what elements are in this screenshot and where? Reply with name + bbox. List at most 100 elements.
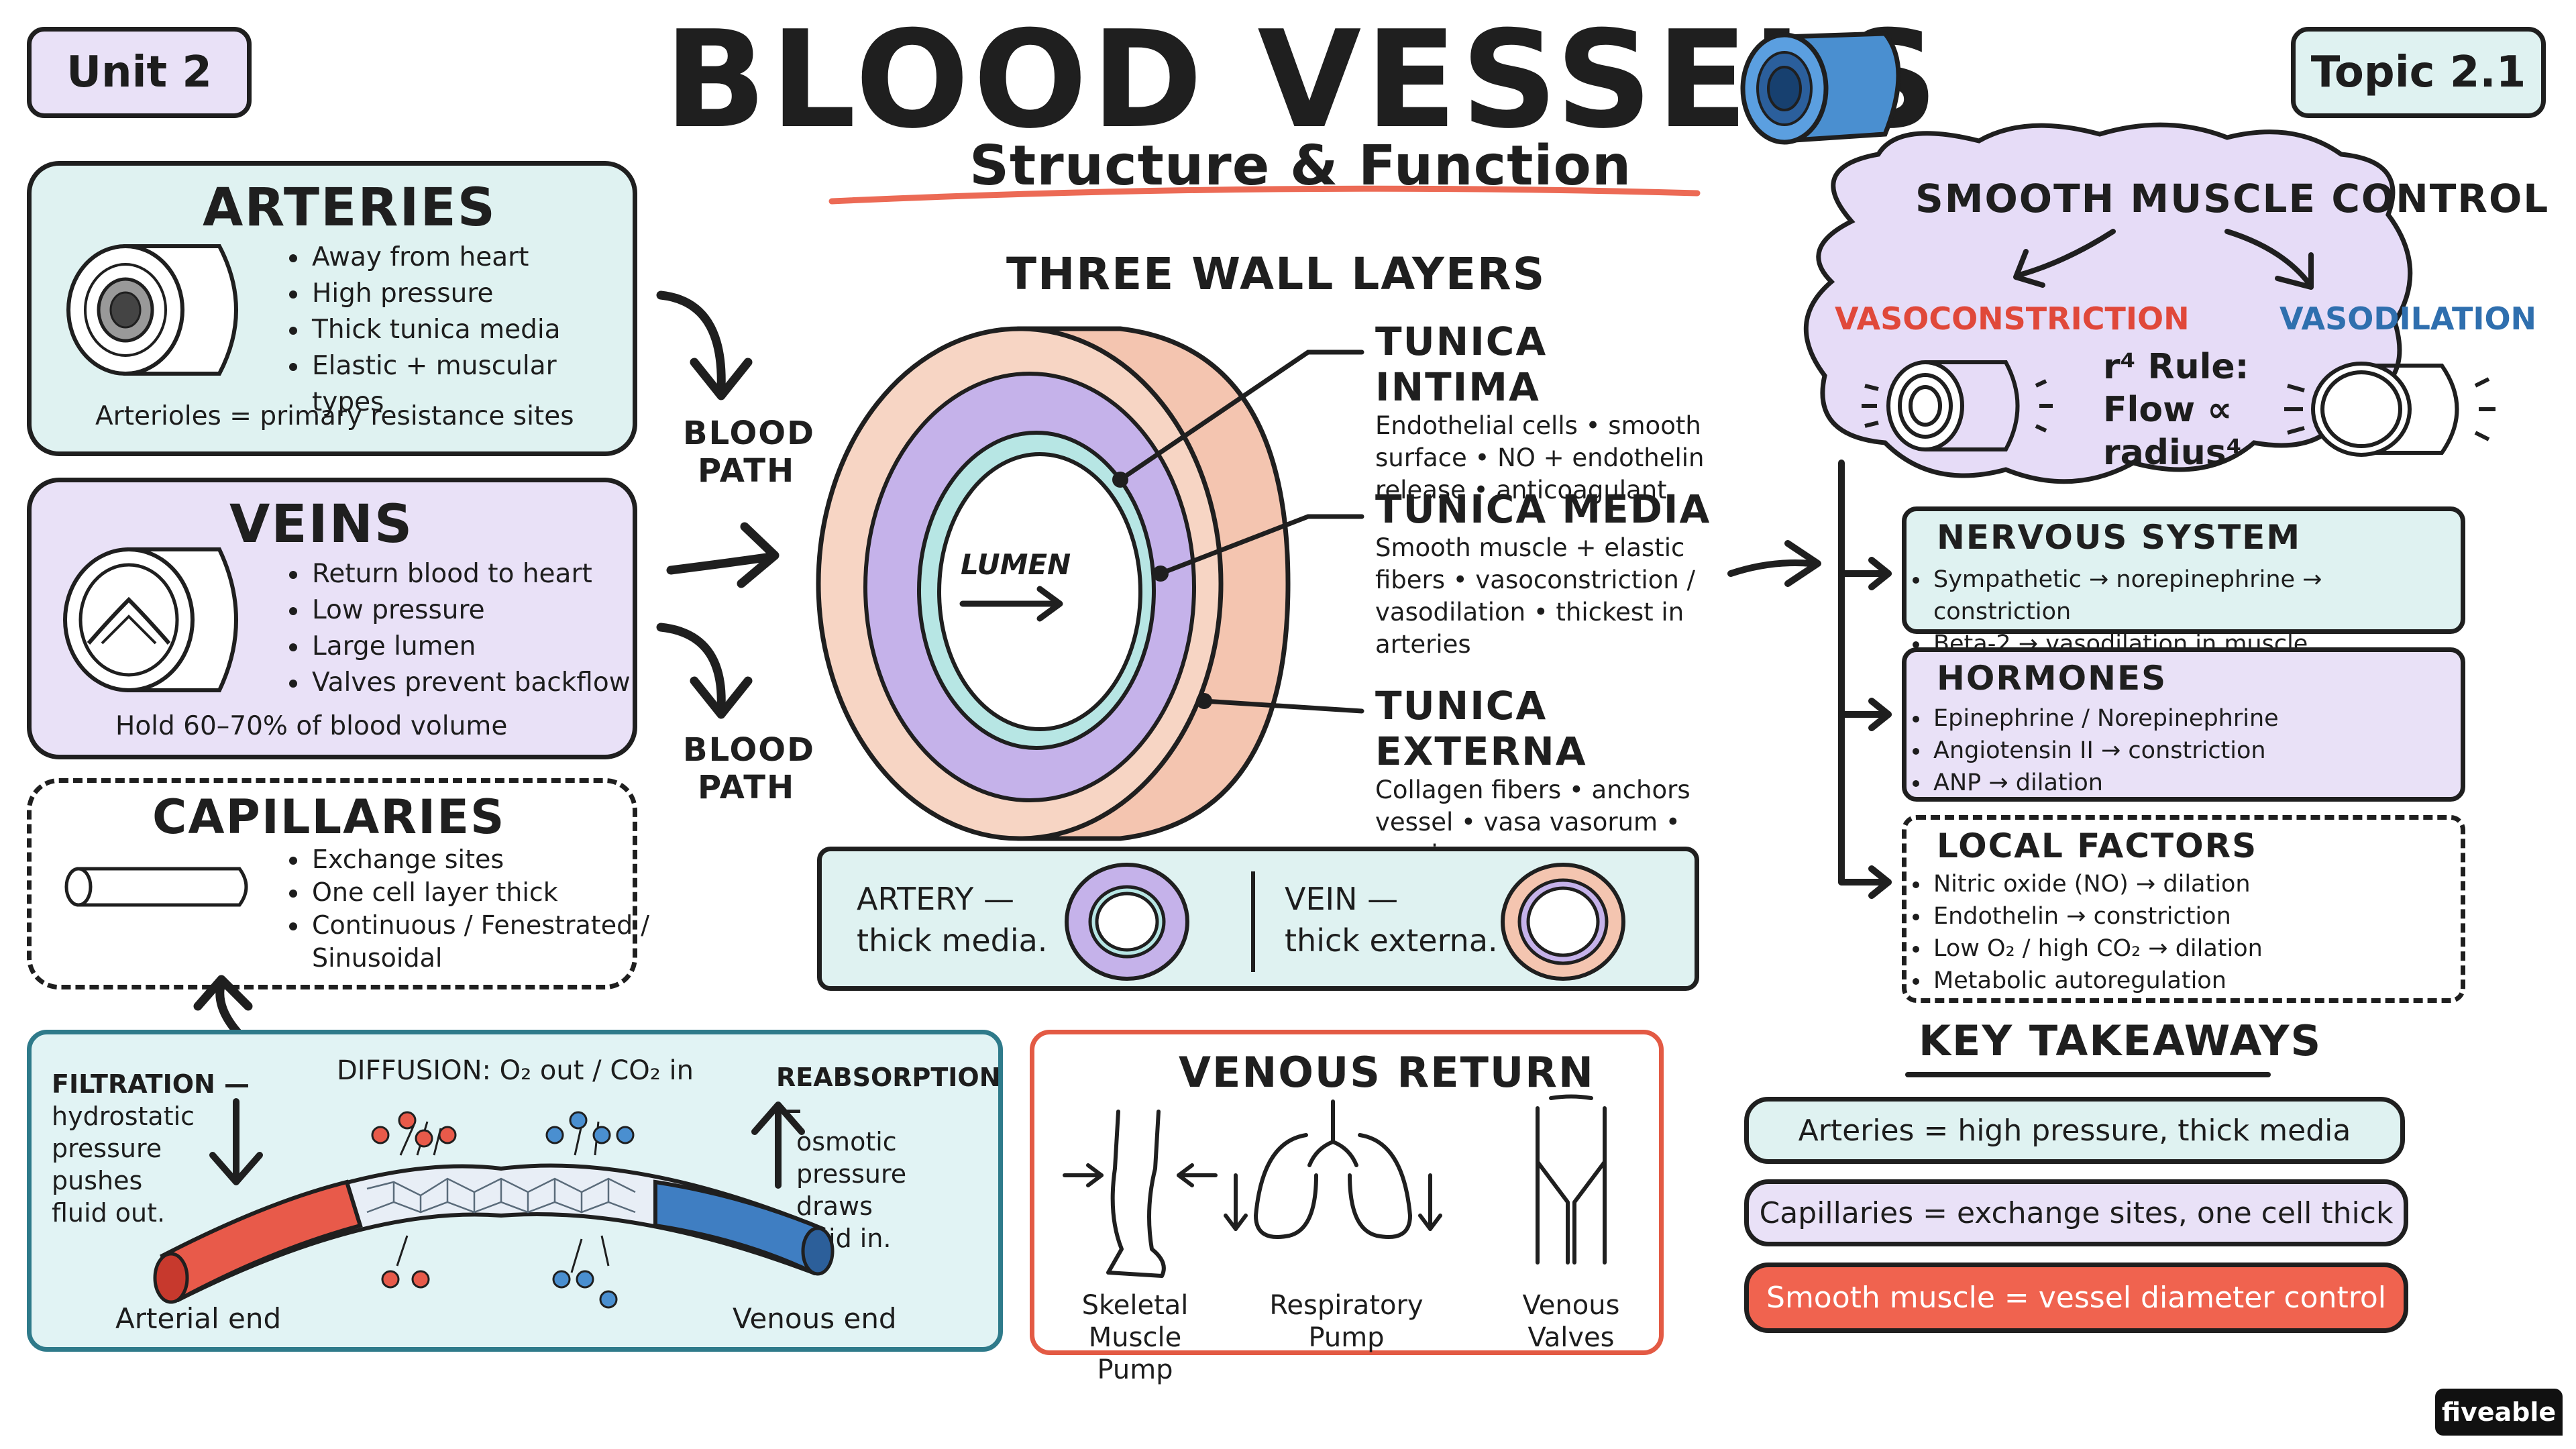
reabsorption-text: REABSORPTION — osmotic pressure draws fl…: [776, 1061, 1001, 1254]
list-item: Angiotensin II → constriction: [1931, 735, 2279, 767]
blood-path-word: BLOOD: [683, 415, 815, 452]
veins-note: Hold 60–70% of blood volume: [115, 711, 508, 741]
nervous-bullets: Sympathetic → norepinephrine → constrict…: [1901, 564, 2461, 660]
list-item: ANP → dilation: [1931, 767, 2279, 799]
list-item: Elastic + muscular types: [309, 348, 633, 421]
r4-rule: r⁴ Rule: Flow ∝ radius⁴: [2103, 345, 2249, 474]
tunica-externa-line: vessel • vasa vasorum •: [1375, 808, 1680, 837]
vein-ring-icon: [1501, 863, 1625, 981]
list-item: Thick tunica media: [309, 312, 633, 348]
blood-path-word: PATH: [698, 769, 796, 806]
venous-return-card: VENOUS RETURN Skeletal Muscle Pump Respi…: [1030, 1030, 1664, 1385]
nervous-title: NERVOUS SYSTEM: [1937, 518, 2302, 557]
venous-end-label: Venous end: [733, 1302, 897, 1335]
veins-bullets: Return blood to heart Low pressure Large…: [280, 556, 631, 701]
artery-ring-icon: [1065, 863, 1189, 981]
blood-path-word: BLOOD: [683, 731, 815, 769]
list-item: Exchange sites: [309, 843, 651, 876]
venous-label-line: Valves: [1527, 1322, 1615, 1353]
list-item: One cell layer thick: [309, 876, 651, 909]
compare-divider: [1251, 871, 1255, 972]
smooth-muscle-title: SMOOTH MUSCLE CONTROL: [1915, 176, 2550, 221]
venous-return-icons: [1063, 1094, 1607, 1278]
tunica-media-line: Smooth muscle + elastic: [1375, 533, 1685, 562]
tunica-intima-line: Endothelial cells • smooth: [1375, 411, 1701, 440]
filtration-line: pressure: [52, 1134, 162, 1163]
local-bullets: Nitric oxide (NO) → dilation Endothelin …: [1901, 868, 2263, 997]
vessel-wall-cross-section: [816, 326, 1291, 841]
venous-return-title: VENOUS RETURN: [1179, 1048, 1595, 1097]
list-item: Sympathetic → norepinephrine → constrict…: [1931, 564, 2461, 628]
venous-label-line: Skeletal: [1081, 1290, 1189, 1321]
takeaway-item: Smooth muscle = vessel diameter control: [1744, 1263, 2408, 1333]
tunica-media: TUNICA MEDIA Smooth muscle + elastic fib…: [1375, 486, 1724, 661]
takeaway-item: Capillaries = exchange sites, one cell t…: [1744, 1179, 2408, 1246]
list-item: Metabolic autoregulation: [1931, 965, 2263, 997]
brand-badge: fiveable: [2435, 1389, 2563, 1436]
blood-path-label-1: BLOOD PATH: [683, 415, 815, 490]
artery-cross-section-icon: [66, 244, 238, 376]
arteries-note: Arterioles = primary resistance sites: [95, 401, 574, 431]
list-item: Continuous / Fenestrated / Sinusoidal: [309, 909, 651, 975]
local-factors-card: LOCAL FACTORS Nitric oxide (NO) → dilati…: [1902, 815, 2465, 1003]
list-item: Epinephrine / Norepinephrine: [1931, 702, 2279, 735]
tunica-intima-line: surface • NO + endothelin: [1375, 443, 1705, 472]
list-item: Low pressure: [309, 592, 631, 629]
venous-label-line: Muscle Pump: [1088, 1322, 1182, 1385]
capillary-exchange-card: FILTRATION — hydrostatic pressure pushes…: [27, 1030, 1003, 1352]
list-item: Low O₂ / high CO₂ → dilation: [1931, 932, 2263, 965]
list-item: Large lumen: [309, 629, 631, 665]
arterial-end-label: Arterial end: [115, 1302, 282, 1335]
list-item: High pressure: [309, 276, 633, 312]
nervous-system-card: NERVOUS SYSTEM Sympathetic → norepinephr…: [1902, 506, 2465, 657]
topic-tag: Topic 2.1: [2291, 27, 2546, 118]
tunica-externa-title: TUNICA EXTERNA: [1375, 683, 1587, 774]
veins-card: VEINS Return blood to heart Low pressure…: [27, 478, 637, 759]
vein-cross-section-icon: [63, 547, 238, 692]
tunica-media-line: arteries: [1375, 630, 1471, 659]
tunica-intima: TUNICA INTIMA Endothelial cells • smooth…: [1375, 319, 1724, 506]
blood-path-label-2: BLOOD PATH: [683, 731, 815, 806]
vasodilation-label: VASODILATION: [2279, 301, 2537, 337]
compare-artery-line: thick media.: [857, 922, 1048, 959]
tunica-media-line: fibers • vasoconstriction /: [1375, 566, 1696, 594]
artery-vein-compare-card: ARTERY — thick media. VEIN — thick exter…: [817, 847, 1699, 991]
list-item: Away from heart: [309, 239, 633, 276]
reabsorption-line: osmotic: [796, 1127, 897, 1157]
list-item: Valves prevent backflow: [309, 665, 631, 701]
arteries-title: ARTERIES: [203, 178, 496, 238]
page-title: BLOOD VESSELS: [664, 2, 1943, 158]
capillaries-card: CAPILLARIES Exchange sites One cell laye…: [27, 778, 649, 989]
venous-label-line: Pump: [1308, 1322, 1385, 1353]
takeaway-item: Arteries = high pressure, thick media: [1744, 1097, 2405, 1164]
arteries-bullets: Away from heart High pressure Thick tuni…: [280, 239, 633, 421]
tunica-media-title: TUNICA MEDIA: [1375, 486, 1711, 532]
hormones-bullets: Epinephrine / Norepinephrine Angiotensin…: [1901, 702, 2279, 799]
skeletal-pump-label: Skeletal Muscle Pump: [1058, 1289, 1212, 1386]
blood-path-word: PATH: [698, 452, 796, 490]
hormones-card: HORMONES Epinephrine / Norepinephrine An…: [1902, 647, 2465, 802]
filtration-line: fluid out.: [52, 1198, 166, 1228]
capillaries-title: CAPILLARIES: [152, 790, 506, 845]
key-takeaways-underline: [1905, 1072, 2271, 1077]
diffusion-text: DIFFUSION: O₂ out / CO₂ in: [337, 1055, 694, 1086]
tunica-intima-line: release • anticoagulant: [1375, 476, 1667, 504]
tunica-intima-title: TUNICA INTIMA: [1375, 319, 1548, 410]
unit-tag: Unit 2: [27, 27, 252, 118]
reabsorption-title: REABSORPTION —: [776, 1063, 1001, 1124]
reabsorption-line: pressure: [796, 1159, 907, 1189]
r4-rule-line: radius⁴: [2103, 433, 2242, 473]
lumen-label: LUMEN: [961, 548, 1071, 581]
filtration-line: hydrostatic: [52, 1102, 195, 1131]
list-item: Return blood to heart: [309, 556, 631, 592]
r4-rule-line: r⁴ Rule:: [2103, 347, 2249, 387]
tunica-media-line: vasodilation • thickest in: [1375, 598, 1684, 627]
respiratory-pump-label: Respiratory Pump: [1266, 1289, 1427, 1354]
venous-label-line: Venous: [1522, 1290, 1620, 1321]
vasoconstriction-label: VASOCONSTRICTION: [1835, 301, 2190, 337]
